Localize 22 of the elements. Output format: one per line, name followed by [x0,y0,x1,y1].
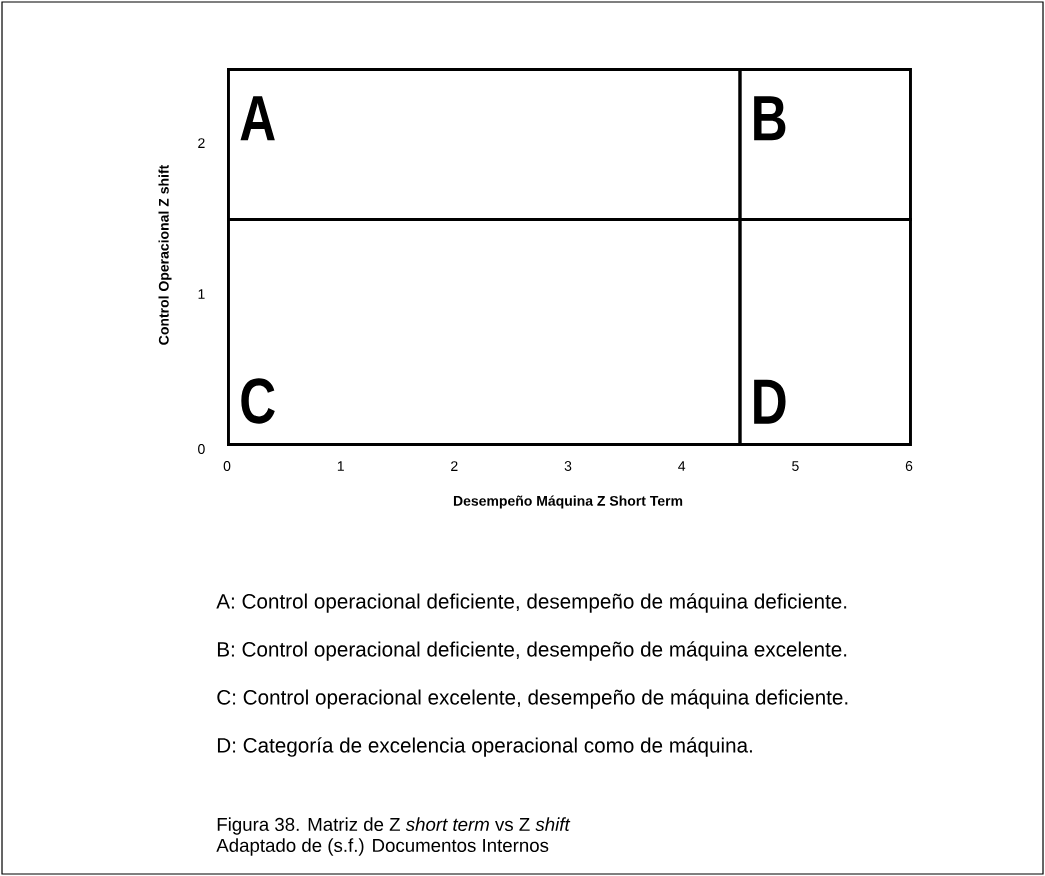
tick-label: 0 [198,444,205,454]
tick-label: 3 [564,461,572,471]
tick-label: 2 [198,138,205,148]
quadrant-box: B [738,68,912,221]
tick-label: 0 [223,461,231,471]
quadrant-box: D [738,218,912,446]
tick-label: 5 [792,461,799,471]
tick-label: 1 [337,461,344,471]
tick-label: 4 [678,461,686,471]
legend-text: C: Control operacional excelente, desempeño de máquina deficiente. [217,689,848,709]
tick-label: 2 [451,461,458,471]
axis-title: Control Operacional Z shift [158,164,172,345]
quadrant-box: A [227,68,742,221]
quadrant-box: C [227,218,742,446]
axis-title: Desempeño Máquina Z Short Term [453,495,683,509]
legend-text: B: Control operacional deficiente, desempeño de máquina excelente. [217,641,847,661]
source-note: Adaptado de (s.f.) Documentos Internos [216,838,549,856]
tick-label: 6 [905,461,913,471]
caption: Figura 38. Matriz de Z short term vs Z shift [217,817,571,835]
tick-label: 1 [198,289,205,299]
legend-text: A: Control operacional deficiente, desempeño de máquina deficiente. [216,593,847,613]
legend-text: D: Categoría de excelencia operacional como de máquina. [217,737,752,757]
